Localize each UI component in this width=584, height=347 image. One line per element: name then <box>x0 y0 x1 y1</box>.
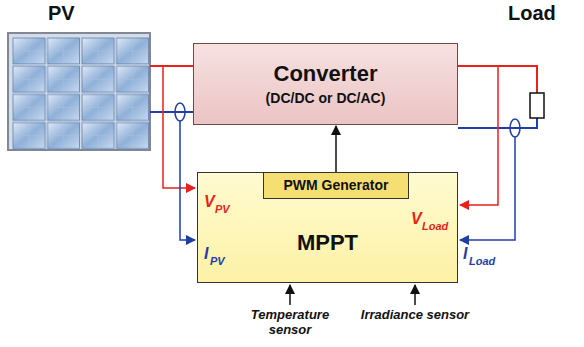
panel-label: PV <box>48 2 75 25</box>
signal-name: V <box>411 210 422 228</box>
signal-name: I <box>463 245 467 263</box>
current-sensor <box>175 103 185 121</box>
node-title: PWM Generator <box>283 177 388 194</box>
converter-box: Converter (DC/DC or DC/AC) <box>193 43 458 125</box>
control-arrow <box>335 126 337 172</box>
sensor-arrow <box>289 285 291 305</box>
signal-name: V <box>204 193 215 211</box>
signal-subscript: PV <box>215 203 230 216</box>
sensor-label: Temperature sensor <box>235 307 345 337</box>
sensor-arrow <box>414 285 416 305</box>
signal-subscript: Load <box>469 255 495 268</box>
positive-wire <box>150 65 193 67</box>
voltage-signal <box>163 66 195 188</box>
pv-panel <box>8 33 150 150</box>
sensor-label: Irradiance sensor <box>360 307 470 322</box>
load-label: Load <box>508 2 556 25</box>
negative-wire <box>150 111 193 113</box>
current-signal <box>180 121 195 240</box>
pwm-generator-box: PWM Generator <box>263 172 409 199</box>
node-subtitle: (DC/DC or DC/AC) <box>266 89 386 107</box>
voltage-signal <box>460 66 498 205</box>
node-title: Converter <box>274 61 378 87</box>
signal-name: I <box>204 245 208 263</box>
mppt-box: MPPT PWM Generator <box>197 172 458 283</box>
load-resistor <box>530 93 544 118</box>
signal-subscript: PV <box>210 255 225 268</box>
node-title: MPPT <box>297 230 358 256</box>
current-signal <box>460 137 515 240</box>
pv-cells <box>12 37 150 150</box>
signal-subscript: Load <box>422 220 448 233</box>
current-sensor <box>510 119 520 137</box>
